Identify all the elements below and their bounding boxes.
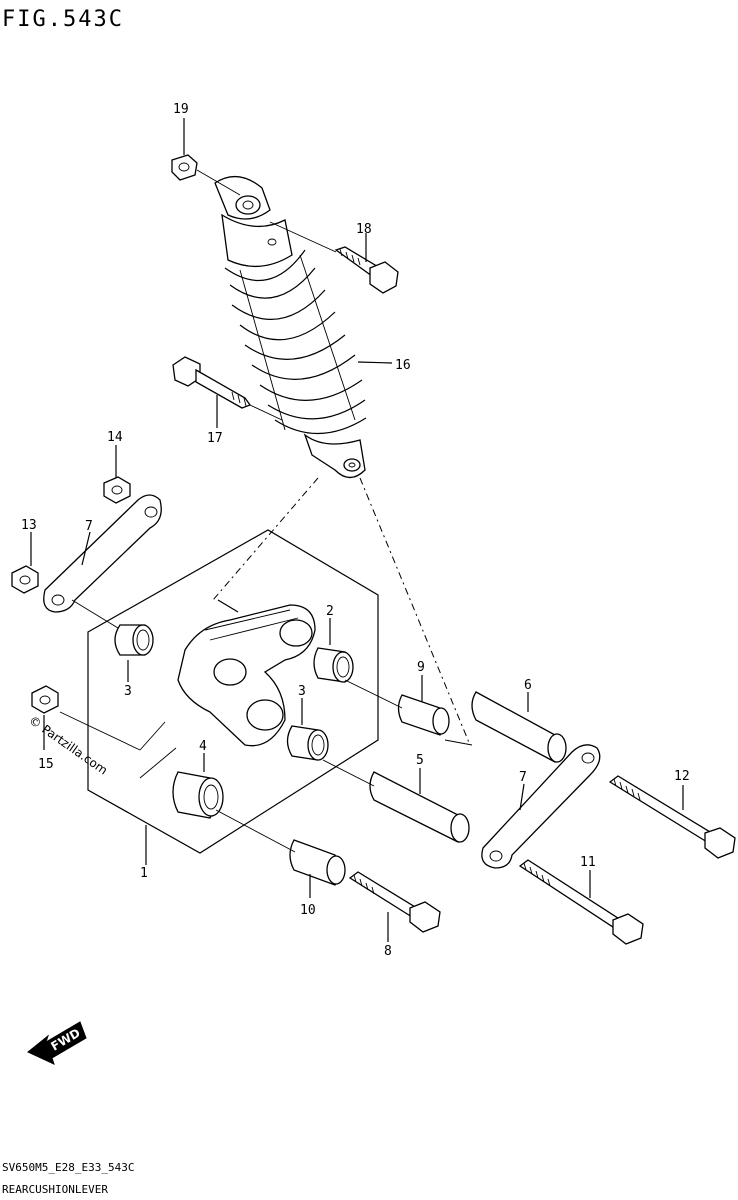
callout-label: 10: [300, 903, 316, 918]
link-rod-7-right[interactable]: [481, 744, 601, 869]
bolt-11-icon[interactable]: [518, 859, 644, 945]
forward-arrow-icon: FWD: [27, 1021, 87, 1065]
assembly-box: [87, 529, 379, 854]
figure-code: SV650M5_E28_E33_543C: [2, 1161, 134, 1174]
bolt-12-icon[interactable]: [608, 775, 736, 859]
callout-label: 11: [580, 855, 596, 870]
callout-label: 5: [416, 753, 424, 768]
callout-label: 3: [298, 684, 306, 699]
callout-label: 8: [384, 944, 392, 959]
bolt-18-icon[interactable]: [334, 246, 399, 294]
figure-title: FIG.543C: [2, 7, 124, 32]
nut-19-icon[interactable]: [171, 154, 198, 181]
spacer-5[interactable]: [369, 771, 470, 843]
callout-label: 12: [674, 769, 690, 784]
callout-label: 14: [107, 430, 123, 445]
callout-label: 7: [519, 770, 527, 785]
bolt-17-icon[interactable]: [172, 356, 252, 409]
callout-label: 19: [173, 102, 189, 117]
nut-13-icon[interactable]: [11, 565, 39, 594]
callout-label: 16: [395, 358, 411, 373]
link-rod-7-left[interactable]: [43, 494, 162, 613]
callout-label: 7: [85, 519, 93, 534]
nut-15-icon[interactable]: [31, 685, 59, 714]
callout-label: 2: [326, 604, 334, 619]
cushion-lever-1[interactable]: [177, 604, 316, 747]
bearing-4[interactable]: [172, 771, 224, 819]
callout-label: 17: [207, 431, 223, 446]
figure-caption: REARCUSHIONLEVER: [2, 1183, 108, 1196]
callout-label: 3: [124, 684, 132, 699]
callout-label: 6: [524, 678, 532, 693]
spacer-6[interactable]: [471, 691, 567, 763]
callout-label: 15: [38, 757, 54, 772]
callout-label: 4: [199, 739, 207, 754]
bearing-3-lower[interactable]: [286, 725, 329, 761]
bolt-8-icon[interactable]: [348, 871, 441, 933]
callout-label: 18: [356, 222, 372, 237]
spacer-10[interactable]: [289, 839, 346, 886]
bearing-2[interactable]: [313, 647, 354, 683]
bearing-3-upper[interactable]: [114, 624, 154, 656]
rear-shock-absorber[interactable]: [214, 176, 367, 479]
spacer-9[interactable]: [397, 694, 450, 736]
nut-14-icon[interactable]: [103, 476, 131, 504]
callout-label: 9: [417, 660, 425, 675]
callout-label: 13: [21, 518, 37, 533]
callout-label: 1: [140, 866, 148, 881]
